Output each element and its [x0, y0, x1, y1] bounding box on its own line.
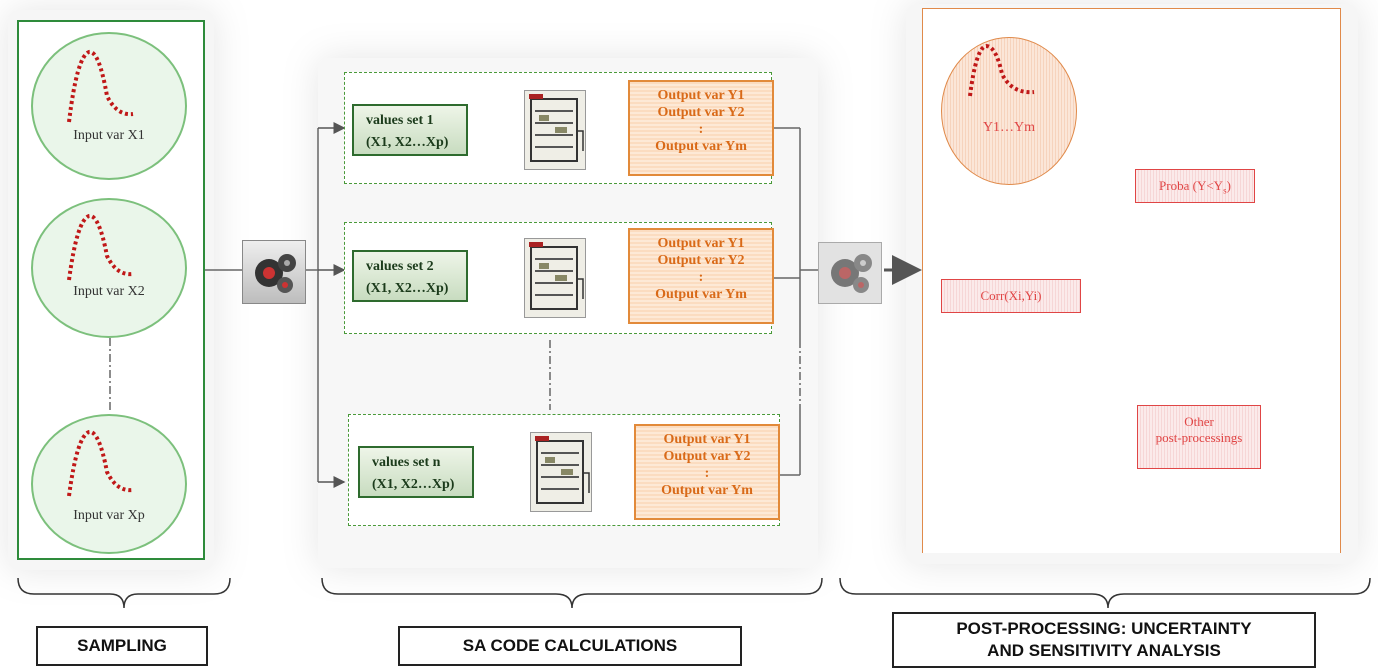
distribution-curve-icon — [67, 430, 134, 497]
values-set-1-vars: (X1, X2…Xp) — [366, 135, 449, 150]
other-box: Other post-processings — [1137, 405, 1261, 469]
output-line: Output var Y1 — [657, 236, 745, 251]
output-line: : — [698, 270, 704, 285]
values-set-2-title: values set 2 — [366, 259, 434, 274]
output-line: Output var Y2 — [657, 105, 745, 120]
calc-caption: SA CODE CALCULATIONS — [398, 626, 742, 666]
values-set-n-title: values set n — [372, 455, 441, 470]
sampling-box: Input var X1 Input var X2 Input var Xp — [17, 20, 205, 560]
code-schematic-icon — [524, 238, 586, 318]
post-caption: POST-PROCESSING: UNCERTAINTY AND SENSITI… — [892, 612, 1316, 668]
output-box-1: Output var Y1 Output var Y2 : Output var… — [628, 80, 774, 176]
other-line-2: post-processings — [1155, 430, 1243, 445]
sampling-caption: SAMPLING — [36, 626, 208, 666]
post-processing-panel: Y1…Ym Proba (Y<Ys) Corr(Xi,Yi) Other pos… — [922, 8, 1341, 553]
input-x2-label: Input var X2 — [73, 284, 145, 299]
input-xp-label: Input var Xp — [73, 508, 145, 523]
input-xp-ellipse: Input var Xp — [31, 414, 187, 554]
values-set-1-title: values set 1 — [366, 113, 434, 128]
output-line: Output var Ym — [661, 483, 753, 498]
code-schematic-icon — [530, 432, 592, 512]
proba-text: Proba (Y<Y — [1159, 178, 1224, 193]
output-line: Output var Y2 — [657, 253, 745, 268]
outputs-ellipse: Y1…Ym — [941, 37, 1077, 185]
other-line-1: Other — [1184, 414, 1214, 429]
output-line: Output var Y1 — [657, 88, 745, 103]
output-box-n: Output var Y1 Output var Y2 : Output var… — [634, 424, 780, 520]
corr-text: Corr(Xi,Yi) — [980, 288, 1042, 303]
output-line: : — [704, 466, 710, 481]
values-set-1-box: values set 1 (X1, X2…Xp) — [352, 104, 468, 156]
output-line: Output var Y1 — [663, 432, 751, 447]
values-set-2-vars: (X1, X2…Xp) — [366, 281, 449, 296]
output-line: Output var Y2 — [663, 449, 751, 464]
values-set-2-box: values set 2 (X1, X2…Xp) — [352, 250, 468, 302]
output-line: Output var Ym — [655, 287, 747, 302]
output-line: Output var Ym — [655, 139, 747, 154]
distribution-curve-icon — [67, 214, 134, 281]
input-x2-ellipse: Input var X2 — [31, 198, 187, 338]
post-caption-line-1: POST-PROCESSING: UNCERTAINTY — [956, 619, 1252, 638]
post-caption-line-2: AND SENSITIVITY ANALYSIS — [987, 641, 1221, 660]
gear-icon — [818, 242, 882, 304]
outputs-ellipse-label: Y1…Ym — [982, 120, 1036, 135]
proba-end: ) — [1226, 178, 1231, 193]
corr-box: Corr(Xi,Yi) — [941, 279, 1081, 313]
values-set-n-box: values set n (X1, X2…Xp) — [358, 446, 474, 498]
values-set-n-vars: (X1, X2…Xp) — [372, 477, 455, 492]
distribution-curve-icon — [968, 43, 1035, 97]
code-schematic-icon — [524, 90, 586, 170]
gear-icon — [242, 240, 306, 304]
output-box-2: Output var Y1 Output var Y2 : Output var… — [628, 228, 774, 324]
input-x1-ellipse: Input var X1 — [31, 32, 187, 180]
distribution-curve-icon — [67, 50, 134, 123]
proba-box: Proba (Y<Ys) — [1135, 169, 1255, 203]
output-line: : — [698, 122, 704, 137]
proba-subscript: s — [1223, 185, 1227, 196]
input-x1-label: Input var X1 — [73, 128, 145, 143]
